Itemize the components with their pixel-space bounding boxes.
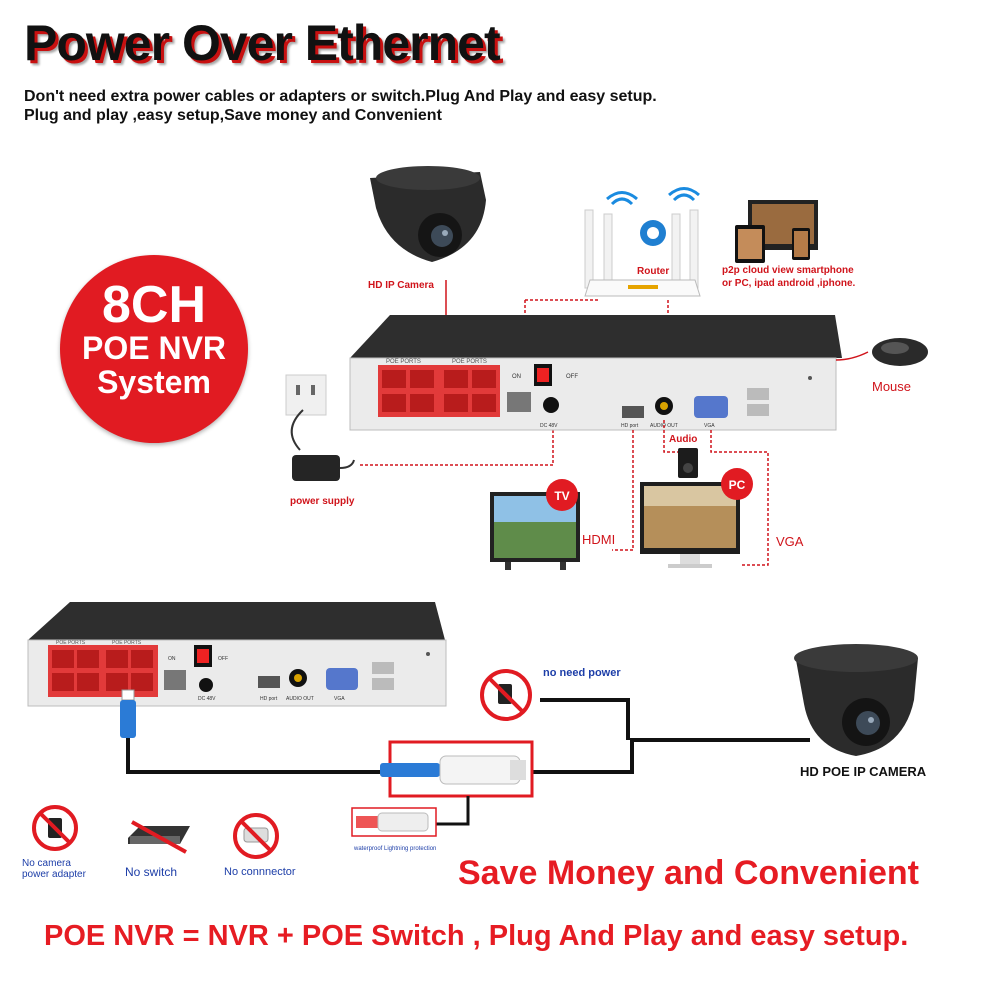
vga-label: VGA bbox=[776, 534, 804, 549]
no-need-power-label: no need power bbox=[543, 667, 621, 679]
no-adapter-line-2: power adapter bbox=[22, 869, 86, 880]
poe-formula-heading: POE NVR = NVR + POE Switch , Plug And Pl… bbox=[44, 920, 909, 952]
pc-monitor-icon bbox=[640, 482, 740, 568]
router-icon bbox=[584, 209, 701, 297]
nvr-top-hdmi-label: HD port bbox=[621, 423, 639, 429]
nvr-bottom-poe-label: POE PORTS bbox=[56, 640, 86, 646]
dome-camera-bottom-icon bbox=[794, 644, 918, 756]
mouse-icon bbox=[872, 338, 928, 366]
badge-line-2: POE NVR bbox=[81, 330, 227, 366]
nvr-top-off-label: OFF bbox=[566, 374, 578, 380]
no-adapter-caption: No camera power adapter bbox=[22, 858, 86, 880]
top-camera-label: HD IP Camera bbox=[368, 280, 434, 291]
no-camera-adapter-icon bbox=[32, 805, 78, 851]
no-power-icon bbox=[480, 669, 532, 721]
no-adapter-line-1: No camera bbox=[22, 858, 71, 869]
mobile-devices-icon bbox=[735, 200, 818, 263]
no-switch-icon bbox=[128, 820, 190, 854]
nvr-bottom-on-label: ON bbox=[168, 656, 176, 662]
router-label: Router bbox=[637, 266, 670, 277]
cloud-label-1: p2p cloud view smartphone bbox=[722, 265, 854, 276]
lightning-protection-icon bbox=[351, 807, 437, 837]
nvr-top-poe-label: POE PORTS bbox=[386, 359, 421, 365]
power-supply-label: power supply bbox=[290, 496, 355, 507]
waterproof-connector-icon bbox=[380, 755, 526, 785]
nvr-bottom-audio-label: AUDIO OUT bbox=[286, 696, 314, 702]
subtitle-2: Plug and play ,easy setup,Save money and… bbox=[24, 107, 442, 124]
wifi-right-icon bbox=[668, 187, 700, 202]
page-title: Power Over Ethernet bbox=[24, 15, 501, 71]
speaker-icon bbox=[678, 448, 698, 478]
pc-badge-circle bbox=[721, 468, 753, 500]
nvr-bottom-dc-label: DC 48V bbox=[198, 696, 216, 702]
no-switch-caption: No switch bbox=[125, 865, 178, 879]
mouse-label: Mouse bbox=[872, 379, 912, 394]
wall-socket-icon bbox=[285, 374, 327, 416]
nvr-badge: 8CH POE NVR System bbox=[60, 255, 248, 443]
save-money-heading: Save Money and Convenient bbox=[458, 854, 919, 892]
bottom-camera-label: HD POE IP CAMERA bbox=[800, 764, 927, 779]
badge-line-1: 8CH bbox=[101, 276, 207, 334]
audio-label: Audio bbox=[669, 434, 698, 445]
hdmi-label: HDMI bbox=[582, 532, 616, 547]
pc-badge: PC bbox=[729, 478, 746, 492]
wifi-left-icon bbox=[606, 191, 638, 206]
nvr-bottom-off-label: OFF bbox=[218, 656, 228, 662]
power-adapter-icon bbox=[292, 455, 355, 481]
ethernet-plug-icon bbox=[120, 689, 136, 738]
nvr-bottom-hdmi-label: HD port bbox=[260, 696, 278, 702]
subtitle-1: Don't need extra power cables or adapter… bbox=[24, 88, 657, 105]
no-connector-caption: No connnector bbox=[224, 866, 296, 878]
cloud-label-2: or PC, ipad android ,iphone. bbox=[722, 278, 856, 289]
dome-camera-top-icon bbox=[370, 166, 486, 262]
no-connector-icon bbox=[233, 813, 279, 859]
tv-badge: TV bbox=[554, 489, 569, 503]
nvr-top-dc-label: DC 48V bbox=[540, 423, 558, 429]
tv-badge-circle bbox=[546, 479, 578, 511]
nvr-top-poe-label-2: POE PORTS bbox=[452, 359, 487, 365]
nvr-recorder-bottom-icon bbox=[27, 602, 447, 707]
badge-line-3: System bbox=[97, 364, 211, 400]
nvr-recorder-top-icon bbox=[349, 315, 842, 431]
nvr-top-on-label: ON bbox=[512, 374, 521, 380]
waterproof-label: waterproof Lightning protection bbox=[354, 846, 437, 852]
nvr-bottom-vga-label: VGA bbox=[334, 696, 345, 702]
nvr-bottom-poe-label-2: POE PORTS bbox=[112, 640, 142, 646]
nvr-top-vga-label: VGA bbox=[704, 423, 715, 429]
